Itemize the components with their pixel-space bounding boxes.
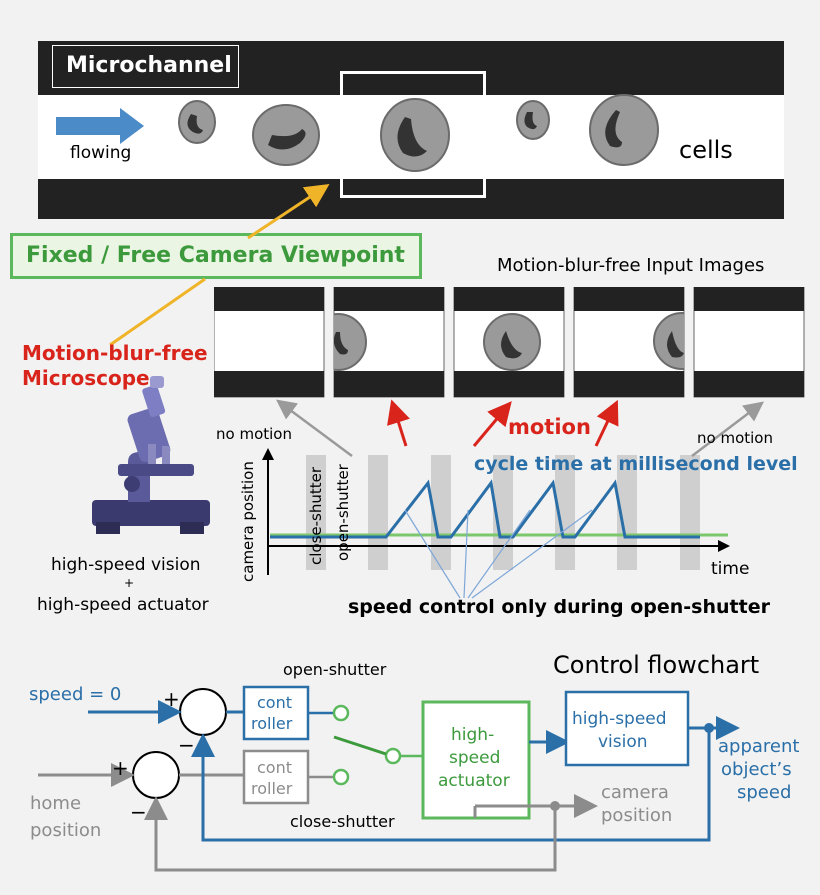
flowing-label: flowing xyxy=(70,143,132,163)
controller-bottom-label-2: roller xyxy=(251,779,293,798)
input-image-frames xyxy=(214,287,805,398)
viewpoint-pointer-down xyxy=(109,277,206,347)
switch-common-terminal xyxy=(384,747,402,765)
close-shutter-switch-label: close-shutter xyxy=(290,812,395,831)
output-label-3: speed xyxy=(737,782,792,803)
switch-terminal-open xyxy=(332,704,350,722)
viewpoint-label-box xyxy=(10,233,422,279)
sum-junction-top xyxy=(179,688,227,736)
position-feedback-line xyxy=(144,796,557,872)
actuator-label-2: speed xyxy=(449,748,501,768)
cell-4 xyxy=(516,100,550,140)
cells-label: cells xyxy=(679,136,733,164)
motion-arrow-1 xyxy=(387,399,410,447)
no-motion-arrow-left xyxy=(275,399,353,458)
controller-top-box xyxy=(242,685,310,741)
speed-control-label: speed control only during open-shutter xyxy=(348,596,770,618)
microchannel-title: Microchannel xyxy=(66,53,232,78)
controller-top-label-1: cont xyxy=(257,693,292,712)
camera-position-label-2: position xyxy=(601,805,673,826)
camera-position-label-1: camera xyxy=(601,782,669,803)
cycle-time-label: cycle time at millisecond level xyxy=(474,453,798,475)
cell-3 xyxy=(380,98,450,172)
motion-arrow-2 xyxy=(472,401,512,447)
viewpoint-label: Fixed / Free Camera Viewpoint xyxy=(26,243,405,268)
cell-5 xyxy=(589,94,659,166)
controller-top-label-2: roller xyxy=(251,714,293,733)
microscope-title-line1: Motion-blur-free xyxy=(22,341,208,365)
x-axis-label: time xyxy=(711,559,750,579)
switch-blade xyxy=(333,735,387,756)
frame-1 xyxy=(214,287,325,398)
vision-label-1: high-speed xyxy=(572,709,667,729)
input-images-label: Motion-blur-free Input Images xyxy=(497,255,765,276)
close-shutter-bar-1 xyxy=(306,455,326,570)
output-label-2: object’s xyxy=(721,759,792,780)
actuator-label-3: actuator xyxy=(438,771,510,791)
microscope-caption-line2: high-speed actuator xyxy=(37,595,209,615)
motion-arrow-3 xyxy=(594,399,619,447)
shutter-bar-6 xyxy=(680,455,700,570)
microscope-caption-line1: high-speed vision xyxy=(51,555,201,575)
frame-5 xyxy=(693,287,805,398)
vision-box xyxy=(564,690,690,767)
plus-sign-top: + xyxy=(163,687,180,711)
microchannel-title-box xyxy=(52,45,239,88)
shutter-bar-5 xyxy=(617,455,637,570)
minus-sign-bottom: − xyxy=(130,800,147,824)
home-position-label-1: home xyxy=(30,793,82,814)
no-motion-left-label: no motion xyxy=(216,425,292,443)
shutter-bar-2 xyxy=(431,455,451,570)
output-label-1: apparent xyxy=(718,736,800,757)
speed-ctrl-line-4 xyxy=(471,509,593,599)
open-shutter-switch-label: open-shutter xyxy=(283,660,387,679)
no-motion-arrow-right xyxy=(691,401,764,457)
home-position-label-2: position xyxy=(30,820,102,841)
switch-terminal-close xyxy=(332,768,350,786)
actuator-label-1: high- xyxy=(451,725,495,745)
speed-feedback-line xyxy=(191,728,711,842)
frame-4 xyxy=(573,287,685,398)
cell-2 xyxy=(252,104,320,166)
flow-arrow xyxy=(56,108,144,144)
camera-viewpoint-frame xyxy=(340,71,486,198)
flowchart-title: Control flowchart xyxy=(553,651,760,679)
viewpoint-pointer-up xyxy=(247,184,330,240)
minus-sign-top: − xyxy=(178,733,195,757)
speed-input-label: speed = 0 xyxy=(29,684,122,705)
frame-3 xyxy=(453,287,565,398)
microscope-caption-plus: + xyxy=(124,576,135,590)
microscope-icon xyxy=(92,376,210,534)
microscope-title-line2: Microscope xyxy=(22,366,150,390)
controller-bottom-box xyxy=(242,749,310,805)
cells-in-channel xyxy=(178,94,659,172)
shutter-bar-4 xyxy=(555,455,575,570)
camera-position-trace xyxy=(270,479,700,539)
frame-2 xyxy=(333,287,445,398)
sum-junction-bottom xyxy=(132,751,180,799)
y-axis-arrow xyxy=(262,448,274,460)
no-motion-right-label: no motion xyxy=(697,429,773,447)
speed-ctrl-line-1 xyxy=(404,509,461,599)
speed-ctrl-line-2 xyxy=(463,509,469,599)
x-axis-arrow xyxy=(718,540,730,552)
open-shutter-bar-1 xyxy=(368,455,388,570)
speed-ctrl-line-3 xyxy=(467,509,531,599)
cell-1 xyxy=(178,100,216,144)
controller-bottom-label-1: cont xyxy=(257,758,292,777)
plus-sign-bottom: + xyxy=(112,756,129,780)
vision-label-2: vision xyxy=(598,732,648,752)
motion-label: motion xyxy=(508,415,591,439)
actuator-box xyxy=(421,700,531,820)
